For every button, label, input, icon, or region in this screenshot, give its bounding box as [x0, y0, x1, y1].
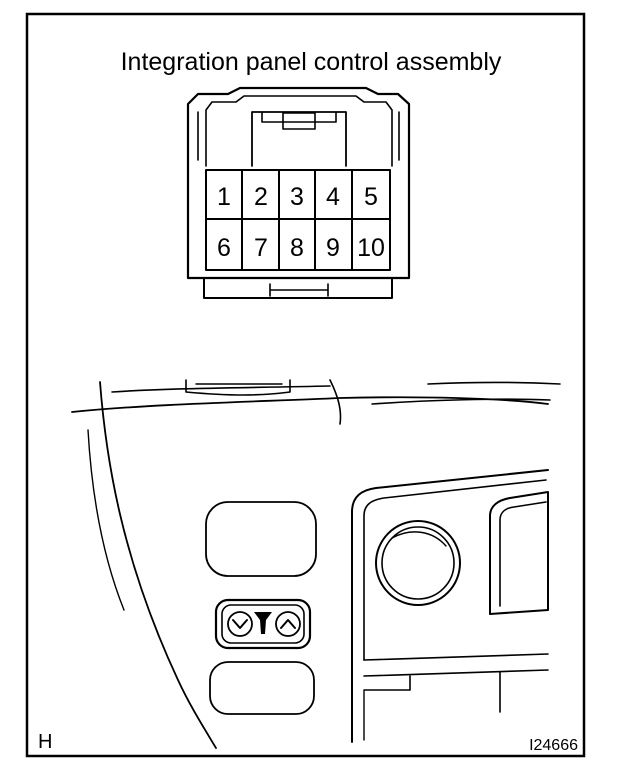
- connector-housing: [186, 86, 411, 299]
- control-knob: [375, 520, 461, 606]
- pin-label: 1: [217, 183, 231, 211]
- blank-switch-lower: [209, 661, 315, 715]
- integration-panel-switch: [214, 598, 312, 650]
- pin-label: 8: [290, 234, 304, 262]
- pin-grid: [205, 169, 391, 271]
- display-window: [489, 491, 549, 615]
- pin-label: 3: [290, 183, 304, 211]
- pin-labels-row2: 6 7 8 9 10: [217, 234, 385, 262]
- center-panel: [351, 469, 549, 743]
- fan-icon: [254, 612, 272, 634]
- figure-title: Integration panel control assembly: [121, 48, 502, 76]
- pin-label: 5: [364, 183, 378, 211]
- pin-label: 10: [357, 234, 385, 262]
- pin-label: 9: [326, 234, 340, 262]
- pin-label: 7: [254, 234, 268, 262]
- pin-labels-row1: 1 2 3 4 5: [217, 183, 378, 211]
- chevron-up-icon: [275, 611, 301, 637]
- figure-frame: [25, 12, 586, 758]
- chevron-down-icon: [227, 611, 253, 637]
- corner-letter: H: [38, 731, 52, 753]
- pin-label: 2: [254, 183, 268, 211]
- dashboard-outline: [71, 379, 561, 749]
- pin-label: 4: [326, 183, 340, 211]
- pin-label: 6: [217, 234, 231, 262]
- blank-switch-upper: [205, 501, 317, 577]
- figure-number: I24666: [529, 737, 578, 754]
